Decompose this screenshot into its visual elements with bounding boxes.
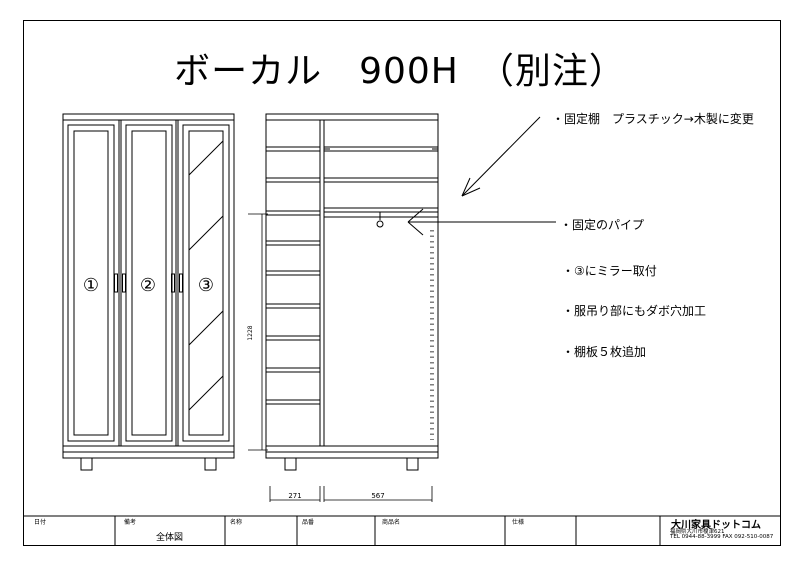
dimension-shelf-width: 271	[288, 492, 301, 500]
note-dowel-holes: ・服吊り部にもダボ穴加工	[562, 304, 707, 318]
note-fixed-pipe: ・固定のパイプ	[560, 218, 645, 232]
dimension-lines	[248, 213, 433, 502]
front-view	[62, 113, 235, 471]
tb-label-name: 名称	[230, 519, 243, 526]
hanging-pipe	[324, 212, 438, 228]
tb-label-part-number: 品番	[302, 519, 315, 526]
door-label-2: ②	[140, 275, 156, 296]
company-address: 福岡県大川市榎津621	[670, 529, 725, 535]
tb-label-remarks: 備考	[124, 519, 137, 526]
tb-remarks-value: 全体図	[156, 533, 184, 543]
drawing-title: ボーカル 900H （別注）	[174, 51, 626, 92]
door-label-3: ③	[198, 275, 214, 296]
company-name: 大川家具ドットコム	[671, 520, 761, 531]
note-additional-shelves: ・棚板５枚追加	[562, 345, 647, 359]
note-fixed-shelf: ・固定棚 プラスチック→木製に変更	[552, 112, 754, 126]
title-block	[23, 515, 781, 546]
note-mirror: ・③にミラー取付	[562, 264, 657, 278]
door-label-1: ①	[83, 275, 99, 296]
left-shelves	[266, 146, 320, 405]
interior-view	[265, 113, 439, 471]
tb-label-date: 日付	[34, 519, 47, 526]
note-arrows	[407, 116, 556, 236]
company-tel: TEL 0944-88-3999 FAX 092-510-0087	[670, 534, 774, 540]
drawing-sheet-border	[23, 20, 781, 546]
dowel-holes	[430, 230, 434, 440]
dimension-hanging-width: 567	[371, 492, 384, 500]
dimension-height: 1228	[247, 325, 254, 340]
tb-label-product-name: 商品名	[382, 519, 401, 526]
tb-label-spec: 仕様	[512, 519, 525, 526]
right-fixed-shelves	[324, 146, 438, 213]
